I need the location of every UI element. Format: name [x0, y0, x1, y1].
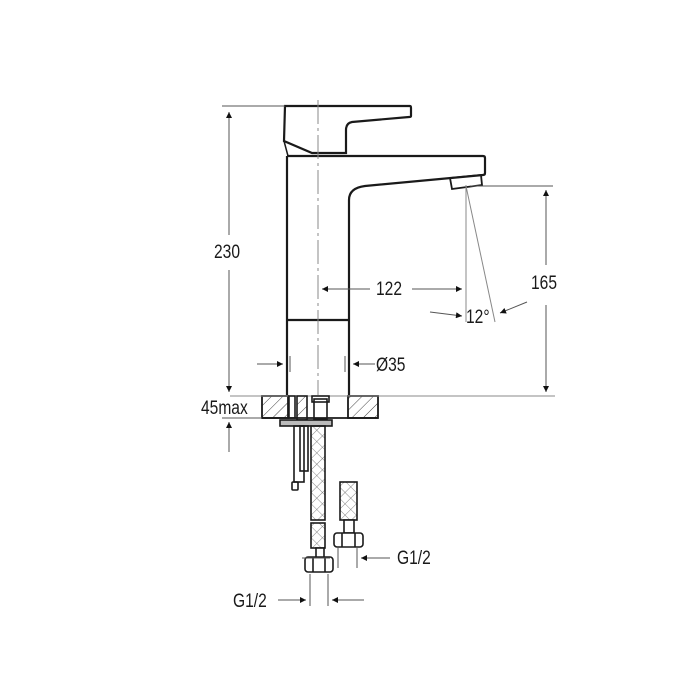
dimension-inlet-thread-upper: G1/2: [397, 548, 431, 569]
dimension-inlet-thread-lower: G1/2: [233, 591, 267, 612]
deck-section: [230, 395, 555, 419]
mounting-hardware: [279, 395, 333, 491]
dimension-flow-angle: 12°: [466, 307, 490, 328]
flex-hoses: [304, 425, 364, 573]
dimension-overall-height: 230: [214, 242, 240, 263]
center-lines: [317, 100, 496, 395]
dimension-body-diameter: Ø35: [376, 355, 406, 376]
faucet-body: [282, 104, 487, 395]
dimension-lines: [222, 105, 553, 606]
dimension-max-deck-thickness: 45max: [201, 398, 248, 419]
dimension-spout-reach: 122: [376, 279, 402, 300]
dimension-spout-height: 165: [531, 273, 557, 294]
